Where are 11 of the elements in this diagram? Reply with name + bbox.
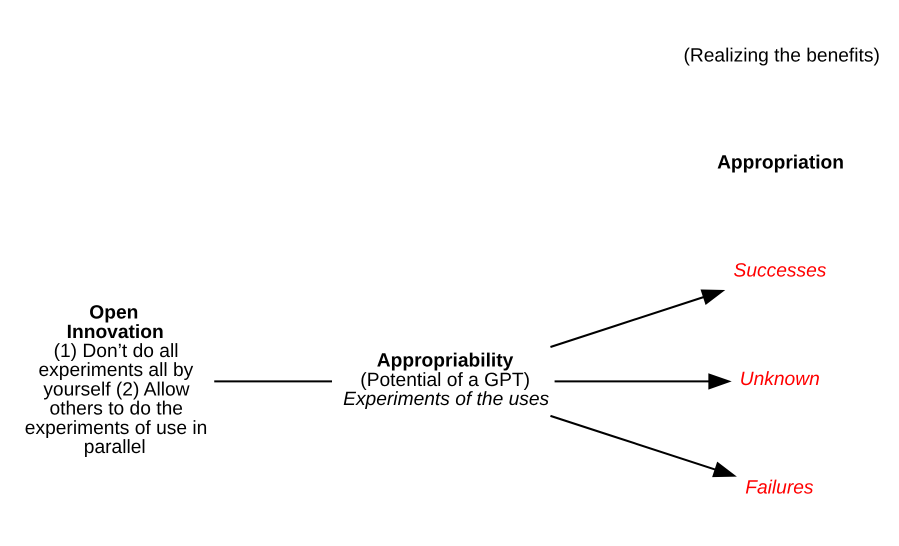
arrow [554, 373, 732, 390]
node-text: Appropriability (Potential of a GPT) Experiments of the uses [343, 350, 550, 410]
arrow [550, 289, 726, 348]
node-text: Successes [734, 260, 826, 282]
arrow [550, 414, 737, 478]
node-text: Open Innovation (1) Don’t do all experiments all by yourself (2) Allow others to do the experiments of use in parallel [24, 302, 208, 458]
node-text: Unknown [740, 369, 820, 390]
label: (Realizing the benefits) [683, 45, 880, 66]
connector [214, 380, 332, 382]
node-text: Failures [745, 478, 814, 499]
label: Appropriation [717, 152, 844, 174]
